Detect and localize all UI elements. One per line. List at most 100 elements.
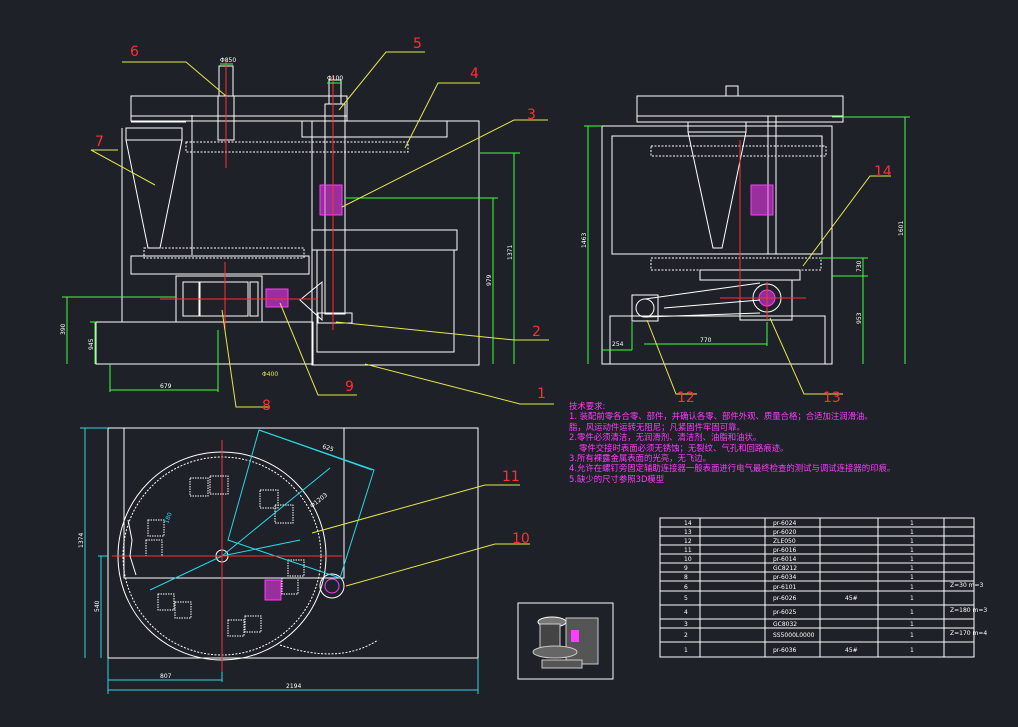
- bom-row-code: ZLE050: [773, 538, 796, 545]
- front-base: [95, 321, 314, 365]
- svg-text:Φ400: Φ400: [262, 371, 278, 378]
- bom-row-qty: 1: [910, 565, 914, 572]
- bom-row-qty: 1: [910, 556, 914, 563]
- bom-row-no: 10: [684, 556, 692, 563]
- bom-row-code: pr-6101: [773, 584, 797, 591]
- svg-text:1374: 1374: [78, 533, 85, 548]
- bom-row-material: 45#: [845, 647, 858, 654]
- side-top-plate: [636, 95, 844, 117]
- callout-3: 3: [527, 107, 536, 123]
- svg-text:625: 625: [321, 443, 334, 453]
- svg-text:Φ100: Φ100: [327, 75, 343, 82]
- callout-6: 6: [130, 44, 139, 60]
- bom-row-qty: 1: [910, 520, 914, 527]
- top-view: [80, 427, 479, 694]
- tech-title: 技术要求:: [569, 401, 606, 411]
- side-cabinet: [601, 125, 833, 365]
- tech-line: 4.允许在螺钉旁固定辅助连接器一般表面进行电气最终检查的测试与调试连接器的印痕。: [569, 463, 896, 474]
- bom-row-code: pr-6014: [773, 556, 797, 563]
- tech-line: 脂，风运动件运转无阻尼；凡紧固件牢固可靠。: [569, 421, 745, 432]
- bom-row-code: GC8032: [773, 621, 797, 628]
- callout-9: 9: [345, 379, 354, 395]
- 3d-preview-thumbnail: [517, 602, 614, 680]
- coupling-3: [319, 184, 343, 216]
- seed-pockets: [145, 475, 305, 637]
- svg-text:Φ1203: Φ1203: [309, 492, 329, 510]
- tech-line: 5.缺少的尺寸参照3D模型: [569, 473, 665, 484]
- callout-14: 14: [874, 164, 892, 180]
- front-turntable-gear: [143, 247, 305, 259]
- callout-2: 2: [532, 324, 541, 340]
- svg-text:254: 254: [612, 341, 624, 348]
- bom-row-code: pr-6020: [773, 529, 797, 536]
- svg-text:945: 945: [88, 338, 95, 350]
- svg-text:2194: 2194: [286, 683, 301, 690]
- bom-row-no: 5: [684, 595, 688, 602]
- callout-11: 11: [502, 469, 520, 485]
- tech-line: 3.所有裸露金属表面的光亮，无飞边。: [569, 453, 711, 464]
- bom-row-no: 9: [684, 565, 688, 572]
- bom-row-material: 45#: [845, 595, 858, 602]
- bom-row-code: pr-6034: [773, 574, 797, 581]
- technical-requirements: 技术要求: 1. 装配前零各合零、部件，并确认各零、部件外观、质量合格；合适加注…: [569, 401, 929, 484]
- callout-4: 4: [470, 66, 479, 82]
- bom-row-note: Z=180 m=3: [950, 607, 987, 614]
- svg-text:953: 953: [856, 312, 863, 324]
- bom-row-qty: 1: [910, 609, 914, 616]
- bom-row-qty: 1: [910, 538, 914, 545]
- side-coupling: [750, 184, 774, 216]
- callout-7: 7: [95, 134, 104, 150]
- bom-row-code: SS5000L0000: [773, 632, 815, 639]
- svg-text:1601: 1601: [898, 221, 905, 236]
- svg-text:807: 807: [160, 673, 172, 680]
- callout-1: 1: [537, 386, 546, 402]
- svg-text:390: 390: [60, 323, 67, 335]
- bom-row-no: 14: [684, 520, 692, 527]
- leader-lines: [90, 51, 891, 587]
- svg-text:679: 679: [160, 383, 172, 390]
- bom-row-no: 12: [684, 538, 692, 545]
- bom-row-qty: 1: [910, 595, 914, 602]
- callout-13: 13: [823, 390, 841, 406]
- bom-row-qty: 1: [910, 647, 914, 654]
- bom-row-code: pr-6025: [773, 609, 797, 616]
- callout-8: 8: [262, 398, 271, 414]
- front-gear-strip: [185, 141, 409, 153]
- tech-line: 零件交接时表面必须无锈蚀；无裂纹、气孔和回路痕迹。: [579, 442, 789, 453]
- callout-numbers: 6 5 4 3 7 2 1 8 9 10 11 12 13 14: [95, 36, 892, 547]
- side-view: [584, 85, 910, 365]
- bom-row-code: GC8212: [773, 565, 797, 572]
- bom-row-no: 3: [684, 621, 688, 628]
- callout-10: 10: [512, 531, 530, 547]
- bom-table: [659, 517, 975, 658]
- tech-line: 1. 装配前零各合零、部件，并确认各零、部件外观、质量合格；合适加注润滑油。: [569, 411, 873, 422]
- bom-row-qty: 1: [910, 584, 914, 591]
- bom-row-no: 2: [684, 632, 688, 639]
- callout-12: 12: [677, 390, 695, 406]
- svg-text:Φ850: Φ850: [220, 57, 236, 64]
- front-top-plate: [130, 95, 348, 117]
- bom-row-no: 11: [684, 547, 692, 554]
- bom-row-qty: 1: [910, 529, 914, 536]
- bom-row-no: 4: [684, 609, 688, 616]
- bom-row-qty: 1: [910, 621, 914, 628]
- bom-row-code: pr-6026: [773, 595, 797, 602]
- svg-text:770: 770: [700, 337, 712, 344]
- bom-row-qty: 1: [910, 574, 914, 581]
- bom-row-code: pr-6024: [773, 520, 797, 527]
- bom-row-qty: 1: [910, 632, 914, 639]
- svg-text:1371: 1371: [507, 245, 514, 260]
- tech-line: 2.零件必须清洁，无润滑剂、清洁剂、油脂和油状。: [569, 432, 762, 443]
- front-view: [62, 60, 520, 392]
- bom-row-no: 1: [684, 647, 688, 654]
- bom-row-no: 8: [684, 574, 688, 581]
- callout-5: 5: [413, 36, 422, 52]
- svg-text:540: 540: [94, 600, 101, 612]
- hopper-funnel: [125, 139, 183, 249]
- side-gear-strip: [650, 145, 827, 157]
- svg-text:730: 730: [856, 260, 863, 272]
- bevel-gear: [299, 280, 323, 322]
